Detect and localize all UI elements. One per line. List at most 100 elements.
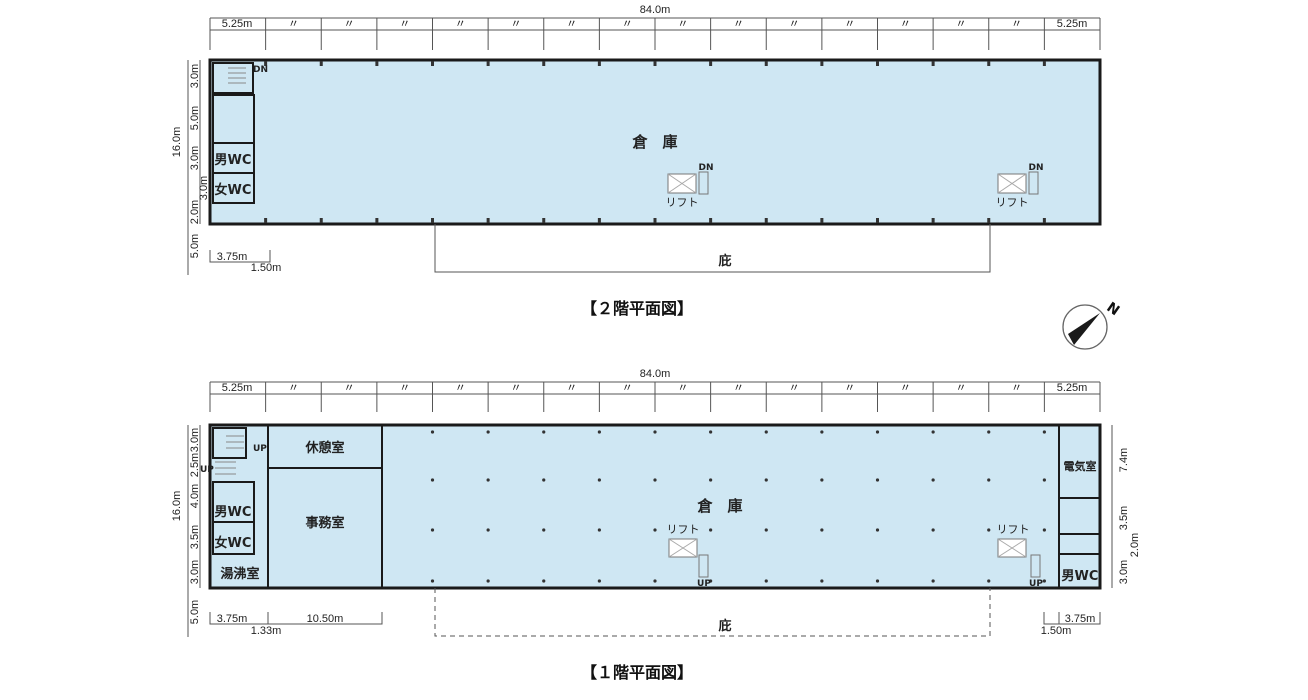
- column-mark: [431, 61, 434, 66]
- column-dot: [486, 579, 490, 583]
- column-dot: [764, 478, 768, 482]
- column-mark: [264, 218, 268, 223]
- column-mark: [375, 61, 379, 66]
- column-dot: [764, 430, 768, 434]
- bay-ditto-mark: 〃: [566, 18, 577, 30]
- column-dot: [486, 430, 490, 434]
- north-compass-icon: N: [1062, 299, 1122, 350]
- f1-stair-up-2: UP: [200, 465, 214, 475]
- f1-bottom-right-dim-1: 3.75m: [1065, 613, 1096, 625]
- bay-ditto-mark: 〃: [900, 382, 911, 394]
- f2-total-width: 84.0m: [640, 4, 671, 16]
- column-dot: [653, 579, 657, 583]
- f2-left-dim-1: 3.0m: [189, 64, 201, 88]
- column-mark: [987, 61, 991, 66]
- column-dot: [875, 579, 880, 583]
- bay-ditto-mark: 〃: [955, 382, 966, 394]
- column-mark: [597, 218, 601, 223]
- f1-office: 事務室: [305, 515, 344, 531]
- f1-lift-1: リフト UP: [667, 524, 712, 589]
- f1-electrical-room: 電気室: [1064, 459, 1097, 473]
- f1-bottom-right-dim-2: 1.50m: [1041, 625, 1072, 637]
- bay-ditto-mark: 〃: [955, 18, 966, 30]
- column-mark: [264, 61, 268, 66]
- f1-male-wc-right: 男WC: [1062, 569, 1099, 584]
- column-mark: [764, 61, 768, 66]
- f1-lift1-label: リフト: [667, 524, 700, 536]
- column-dot: [1042, 478, 1046, 482]
- floor1-plan: 84.0m 5.25m 5.25m 〃〃〃〃〃〃〃〃〃〃〃〃〃〃 UP UP 男…: [171, 368, 1141, 682]
- bay-ditto-mark: 〃: [455, 18, 466, 30]
- bay-ditto-mark: 〃: [288, 382, 299, 394]
- compass-north-label: N: [1103, 299, 1122, 319]
- column-mark: [319, 218, 323, 223]
- f1-total-depth: 16.0m: [171, 491, 183, 522]
- f1-columns: [430, 430, 1046, 583]
- column-mark: [542, 218, 546, 223]
- f2-lift-2: DN リフト: [996, 163, 1044, 209]
- f2-left-dim-4: 3.0m: [198, 176, 210, 200]
- column-dot: [709, 478, 713, 482]
- f1-left-dim-4: 3.5m: [189, 525, 201, 549]
- f1-lift2-up: UP: [1029, 579, 1043, 589]
- f1-lift1-up: UP: [697, 579, 711, 589]
- column-dot: [820, 579, 824, 583]
- bay-ditto-mark: 〃: [789, 18, 800, 30]
- f1-male-wc: 男WC: [215, 505, 252, 520]
- column-dot: [931, 430, 935, 434]
- column-dot: [820, 528, 824, 532]
- f2-total-depth: 16.0m: [171, 127, 183, 158]
- column-dot: [987, 478, 991, 482]
- f1-bay-ticks: [209, 382, 1101, 412]
- column-dot: [542, 430, 546, 434]
- f1-bay-ditto-marks: 〃〃〃〃〃〃〃〃〃〃〃〃〃〃: [288, 382, 1022, 394]
- f1-right-dim-3: 2.0m: [1129, 533, 1141, 557]
- f1-rest-room: 休憩室: [304, 440, 344, 456]
- column-mark: [375, 218, 379, 223]
- bay-ditto-mark: 〃: [733, 382, 744, 394]
- column-dot: [820, 478, 824, 482]
- column-mark: [542, 61, 546, 66]
- column-dot: [653, 430, 657, 434]
- column-dot: [486, 478, 490, 482]
- column-dot: [430, 478, 435, 482]
- f1-total-width: 84.0m: [640, 368, 671, 380]
- f2-eaves-outline: [434, 224, 991, 273]
- column-mark: [876, 61, 879, 66]
- f1-left-dim-3: 4.0m: [189, 484, 201, 508]
- column-dot: [709, 528, 713, 532]
- column-dot: [764, 528, 768, 532]
- f1-left-dim-1: 3.0m: [189, 428, 201, 452]
- column-mark: [597, 61, 601, 66]
- column-mark: [431, 218, 434, 223]
- f1-warehouse-label: 倉 庫: [696, 497, 742, 515]
- f1-female-wc: 女WC: [215, 535, 252, 551]
- column-mark: [876, 218, 879, 223]
- column-dot: [987, 579, 991, 583]
- f1-bay-first: 5.25m: [222, 382, 253, 394]
- f2-outer-wall: [208, 58, 1102, 226]
- f2-lift1-label: リフト: [666, 197, 699, 209]
- f1-eaves-outline: [434, 588, 991, 637]
- column-mark: [820, 218, 824, 223]
- column-dot: [597, 579, 601, 583]
- column-dot: [597, 430, 601, 434]
- bay-ditto-mark: 〃: [399, 382, 410, 394]
- column-mark: [319, 61, 323, 66]
- f2-stair: [228, 67, 246, 84]
- bay-ditto-mark: 〃: [1011, 18, 1022, 30]
- f2-bay-last: 5.25m: [1057, 18, 1088, 30]
- bay-ditto-mark: 〃: [510, 18, 521, 30]
- f2-columns: [264, 61, 1046, 223]
- column-mark: [486, 61, 490, 66]
- f1-left-dim-2: 2.5m: [189, 453, 201, 477]
- f2-warehouse-label: 倉 庫: [631, 133, 677, 151]
- bay-ditto-mark: 〃: [344, 18, 355, 30]
- column-mark: [709, 61, 713, 66]
- f1-right-dim-4: 3.0m: [1118, 560, 1130, 584]
- column-mark: [764, 218, 768, 223]
- column-mark: [931, 218, 935, 223]
- f2-bay-ditto-marks: 〃〃〃〃〃〃〃〃〃〃〃〃〃〃: [288, 18, 1022, 30]
- f1-right-dim-1: 7.4m: [1118, 448, 1130, 472]
